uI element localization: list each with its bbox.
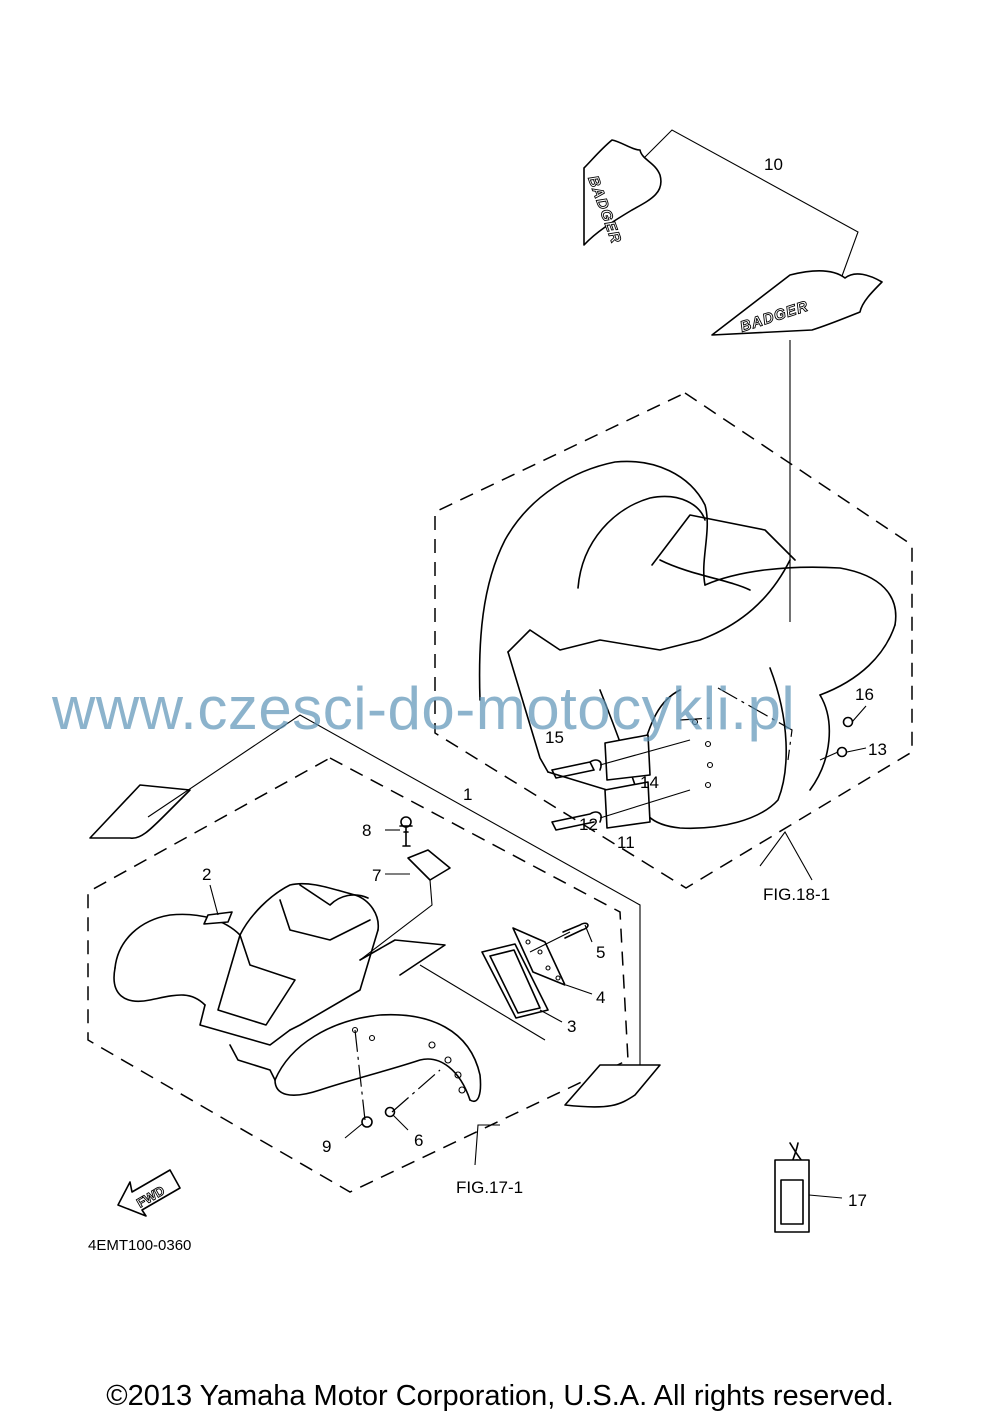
- label-part-8: 8: [362, 821, 371, 840]
- label-part-11: 11: [617, 833, 635, 852]
- fig-ref-front: FIG.17-1: [456, 1178, 523, 1197]
- part-number-labels: 1 2 3 4 5 6 7 8 9 10 11 12 13 14 15 16 1…: [88, 155, 887, 1254]
- label-part-12: 12: [579, 815, 598, 834]
- label-part-4: 4: [596, 988, 605, 1007]
- drawing-code: 4EMT100-0360: [88, 1237, 191, 1254]
- label-part-17: 17: [848, 1191, 867, 1210]
- label-part-10: 10: [764, 155, 783, 174]
- front-fender-assembly: [87, 714, 661, 1193]
- fwd-arrow-icon: FWD: [117, 1169, 181, 1217]
- copyright-notice: ©2013 Yamaha Motor Corporation, U.S.A. A…: [106, 1380, 894, 1412]
- watermark-text: www.czesci-do-motocykli.pl: [51, 675, 795, 742]
- rear-fender-assembly: [434, 392, 913, 889]
- decal-set-10: BADGER BADGER: [583, 129, 883, 622]
- rear-hardware: [551, 705, 867, 831]
- label-part-5: 5: [596, 943, 605, 962]
- label-part-14: 14: [640, 773, 659, 792]
- label-part-1: 1: [463, 785, 472, 804]
- fig-ref-rear: FIG.18-1: [763, 885, 830, 904]
- label-part-7: 7: [372, 866, 381, 885]
- tag-17: [774, 1142, 843, 1233]
- label-part-3: 3: [567, 1017, 576, 1036]
- label-part-9: 9: [322, 1137, 331, 1156]
- label-part-13: 13: [868, 740, 887, 759]
- label-part-2: 2: [202, 865, 211, 884]
- label-part-6: 6: [414, 1131, 423, 1150]
- label-part-15: 15: [545, 728, 564, 747]
- label-part-16: 16: [855, 685, 874, 704]
